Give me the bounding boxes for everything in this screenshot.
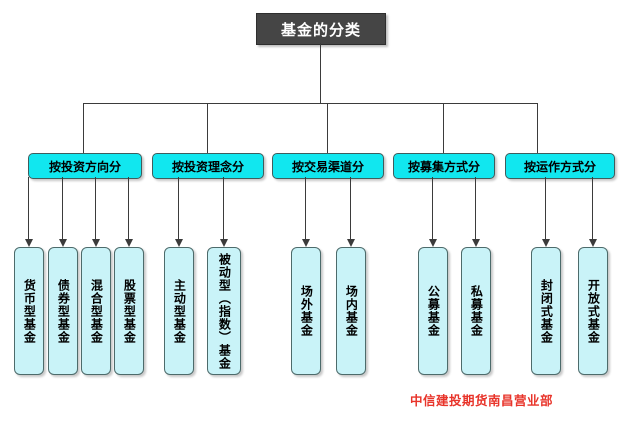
leaf-label-2: 债券型基金 xyxy=(56,278,71,344)
trunk-connector xyxy=(320,43,321,103)
category-label-2: 按投资理念分 xyxy=(171,159,244,174)
category-box-5[interactable]: 按运作方式分 xyxy=(505,153,615,179)
leaf-label-9: 公募基金 xyxy=(426,285,441,337)
category-label-4: 按募集方式分 xyxy=(407,159,480,174)
leaf-label-4: 股票型基金 xyxy=(122,278,137,344)
category-box-4[interactable]: 按募集方式分 xyxy=(393,153,495,179)
leaf-label-11: 封闭式基金 xyxy=(539,278,554,344)
leaf-label-6: 被动型（指数）基金 xyxy=(217,252,232,370)
category-box-3[interactable]: 按交易渠道分 xyxy=(272,153,384,179)
leaf-box-7[interactable]: 场外基金 xyxy=(291,247,321,375)
leaf-box-4[interactable]: 股票型基金 xyxy=(114,247,144,375)
category-box-1[interactable]: 按投资方向分 xyxy=(28,153,142,179)
leaf-label-3: 混合型基金 xyxy=(89,278,104,344)
footer-watermark: 中信建投期货南昌营业部 xyxy=(410,393,554,408)
leaf-label-10: 私募基金 xyxy=(469,285,484,337)
leaf-box-1[interactable]: 货币型基金 xyxy=(14,247,44,375)
leaf-label-5: 主动型基金 xyxy=(172,278,187,344)
arrow-to-leaf-5 xyxy=(174,177,183,247)
leaf-label-7: 场外基金 xyxy=(299,285,314,337)
leaf-box-2[interactable]: 债券型基金 xyxy=(48,247,78,375)
leaf-box-6[interactable]: 被动型（指数）基金 xyxy=(207,247,241,375)
arrow-to-leaf-6 xyxy=(219,177,228,247)
arrow-to-leaf-3 xyxy=(91,177,100,247)
bus-connector xyxy=(83,103,537,104)
arrow-to-leaf-4 xyxy=(124,177,133,247)
leaf-box-11[interactable]: 封闭式基金 xyxy=(531,247,561,375)
bus-drop-1 xyxy=(83,103,84,156)
leaf-label-8: 场内基金 xyxy=(344,285,359,337)
leaf-box-9[interactable]: 公募基金 xyxy=(418,247,448,375)
bus-drop-4 xyxy=(443,103,444,156)
diagram-title-label: 基金的分类 xyxy=(280,20,361,39)
category-label-3: 按交易渠道分 xyxy=(291,159,364,174)
arrow-to-leaf-8 xyxy=(346,177,355,247)
arrow-to-leaf-2 xyxy=(58,177,67,247)
bus-drop-2 xyxy=(207,103,208,156)
bus-drop-3 xyxy=(327,103,328,156)
arrow-to-leaf-11 xyxy=(541,177,550,247)
diagram-title-box: 基金的分类 xyxy=(256,13,386,45)
leaf-box-3[interactable]: 混合型基金 xyxy=(81,247,111,375)
leaf-label-12: 开放式基金 xyxy=(586,278,601,344)
category-box-2[interactable]: 按投资理念分 xyxy=(152,153,264,179)
arrow-to-leaf-1 xyxy=(24,177,33,247)
leaf-label-1: 货币型基金 xyxy=(22,278,37,344)
arrow-to-leaf-10 xyxy=(471,177,480,247)
category-label-1: 按投资方向分 xyxy=(48,159,121,174)
category-label-5: 按运作方式分 xyxy=(523,159,596,174)
leaf-box-10[interactable]: 私募基金 xyxy=(461,247,491,375)
arrow-to-leaf-9 xyxy=(428,177,437,247)
leaf-box-8[interactable]: 场内基金 xyxy=(336,247,366,375)
bus-drop-5 xyxy=(537,103,538,156)
arrow-to-leaf-7 xyxy=(301,177,310,247)
leaf-box-12[interactable]: 开放式基金 xyxy=(578,247,608,375)
leaf-box-5[interactable]: 主动型基金 xyxy=(164,247,194,375)
arrow-to-leaf-12 xyxy=(588,177,597,247)
